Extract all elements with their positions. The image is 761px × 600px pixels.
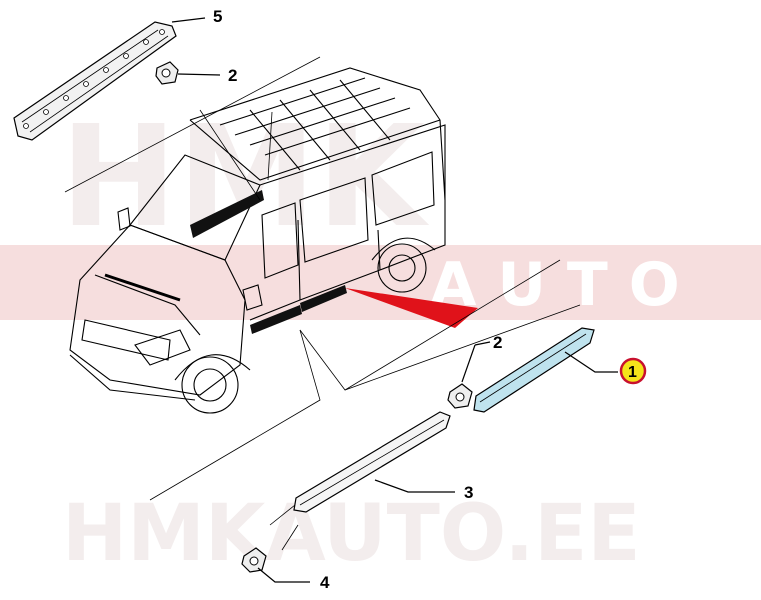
part-4-clip [241,547,267,573]
callout-1-highlight[interactable]: 1 [619,357,647,385]
callout-2-top[interactable]: 2 [228,66,237,85]
pointer-wedge [345,288,478,328]
callout-4[interactable]: 4 [320,573,330,592]
part-3-moulding [293,411,451,513]
part-1-moulding [473,327,595,413]
watermark-bottom-text: HMKAUTO.EE [62,489,641,579]
van-trim-strips [190,190,347,334]
van-illustration [69,67,446,414]
callout-5[interactable]: 5 [213,7,222,26]
watermark: HMK A U T O HMKAUTO.EE [0,96,761,579]
callout-3[interactable]: 3 [464,483,473,502]
part-5-strip [13,21,177,141]
callout-2-middle[interactable]: 2 [493,333,502,352]
part-2-clip-top [155,61,179,85]
callout-1[interactable]: 1 [628,364,637,381]
part-2-clip-middle [447,383,473,409]
extension-lines [64,56,581,551]
